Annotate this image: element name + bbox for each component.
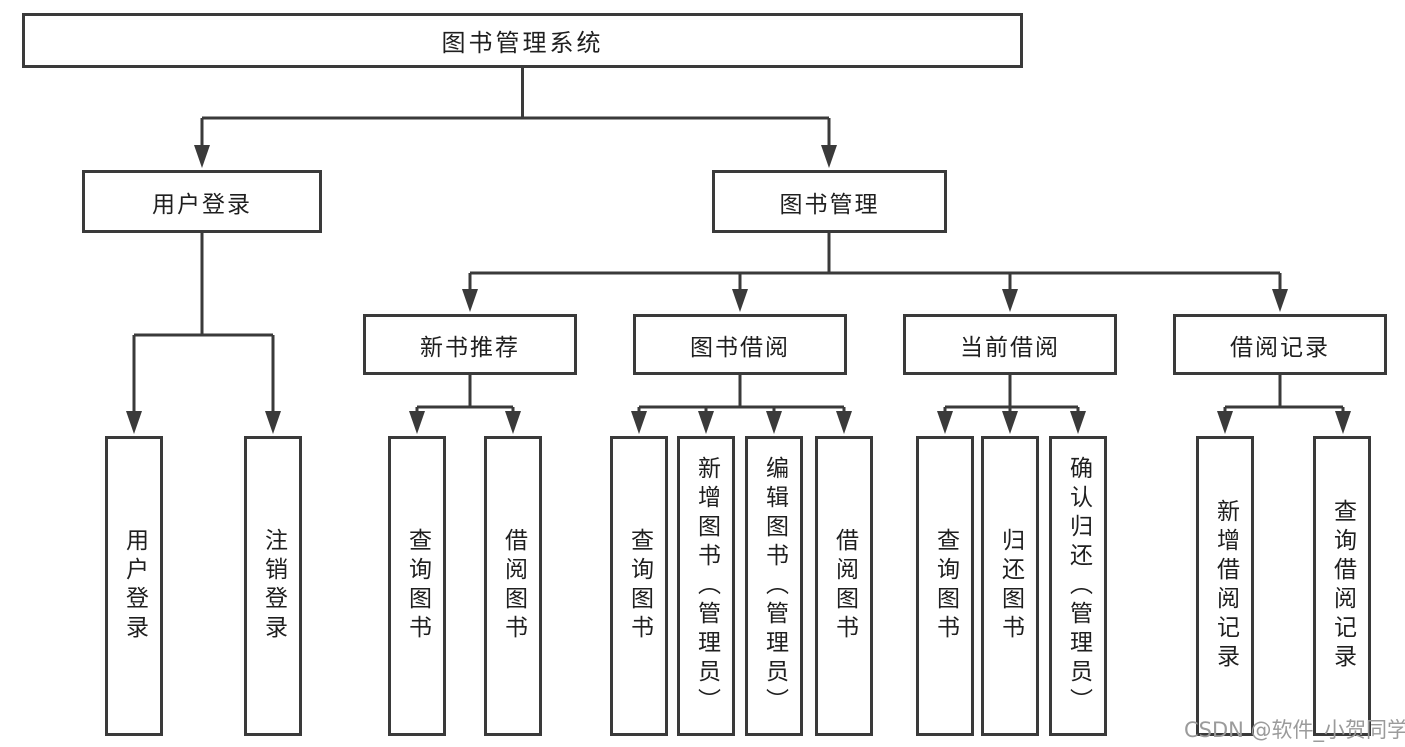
watermark-text: CSDN @软件_小贺同学 xyxy=(1184,718,1405,742)
arrow-down-icon xyxy=(1272,289,1288,312)
node-borrowing-records-label: 借阅记录 xyxy=(1230,334,1330,361)
leaf-query-books-borrowing-label: 查询图书 xyxy=(626,528,653,644)
leaf-edit-book-admin: 编辑图书（管理员） xyxy=(745,436,803,736)
node-current-borrowing: 当前借阅 xyxy=(903,314,1117,375)
arrow-down-icon xyxy=(194,145,210,168)
arrow-down-icon xyxy=(1002,411,1018,434)
leaf-query-books-current-label: 查询图书 xyxy=(932,528,959,644)
node-book-management: 图书管理 xyxy=(712,170,947,233)
leaf-logout: 注销登录 xyxy=(244,436,302,736)
node-current-borrowing-label: 当前借阅 xyxy=(960,334,1060,361)
arrow-down-icon xyxy=(698,411,714,434)
leaf-query-books-borrowing: 查询图书 xyxy=(610,436,668,736)
leaf-confirm-return-admin: 确认归还（管理员） xyxy=(1049,436,1107,736)
leaf-return-books: 归还图书 xyxy=(981,436,1039,736)
leaf-add-book-admin-label: 新增图书（管理员） xyxy=(693,455,720,717)
arrow-down-icon xyxy=(766,411,782,434)
leaf-query-books-recommend: 查询图书 xyxy=(388,436,446,736)
arrow-down-icon xyxy=(821,145,837,168)
leaf-logout-label: 注销登录 xyxy=(260,528,287,644)
node-user-login-branch-label: 用户登录 xyxy=(152,191,252,218)
leaf-query-borrow-record-label: 查询借阅记录 xyxy=(1329,499,1356,673)
node-new-book-recommend: 新书推荐 xyxy=(363,314,577,375)
leaf-add-book-admin: 新增图书（管理员） xyxy=(677,436,735,736)
arrow-down-icon xyxy=(265,411,281,434)
leaf-borrow-books-borrowing-label: 借阅图书 xyxy=(831,528,858,644)
node-new-book-recommend-label: 新书推荐 xyxy=(420,334,520,361)
leaf-add-borrow-record: 新增借阅记录 xyxy=(1196,436,1254,736)
node-library-system: 图书管理系统 xyxy=(22,13,1023,68)
leaf-user-login: 用户登录 xyxy=(105,436,163,736)
node-library-system-label: 图书管理系统 xyxy=(441,29,604,57)
leaf-borrow-books-borrowing: 借阅图书 xyxy=(815,436,873,736)
node-borrowing-records: 借阅记录 xyxy=(1173,314,1387,375)
node-book-borrowing: 图书借阅 xyxy=(633,314,847,375)
leaf-query-borrow-record: 查询借阅记录 xyxy=(1313,436,1371,736)
leaf-borrow-books-recommend-label: 借阅图书 xyxy=(500,528,527,644)
arrow-down-icon xyxy=(126,411,142,434)
leaf-query-books-recommend-label: 查询图书 xyxy=(404,528,431,644)
arrow-down-icon xyxy=(462,289,478,312)
node-book-borrowing-label: 图书借阅 xyxy=(690,334,790,361)
arrow-down-icon xyxy=(1070,411,1086,434)
node-user-login-branch: 用户登录 xyxy=(82,170,322,233)
arrow-down-icon xyxy=(836,411,852,434)
leaf-user-login-label: 用户登录 xyxy=(121,528,148,644)
leaf-add-borrow-record-label: 新增借阅记录 xyxy=(1212,499,1239,673)
leaf-query-books-current: 查询图书 xyxy=(916,436,974,736)
node-book-management-label: 图书管理 xyxy=(779,191,880,218)
leaf-confirm-return-admin-label: 确认归还（管理员） xyxy=(1065,455,1092,717)
arrow-down-icon xyxy=(1335,411,1351,434)
arrow-down-icon xyxy=(505,411,521,434)
arrow-down-icon xyxy=(409,411,425,434)
arrow-down-icon xyxy=(732,289,748,312)
arrow-down-icon xyxy=(937,411,953,434)
leaf-borrow-books-recommend: 借阅图书 xyxy=(484,436,542,736)
leaf-return-books-label: 归还图书 xyxy=(997,528,1024,644)
arrow-down-icon xyxy=(1002,289,1018,312)
arrow-down-icon xyxy=(631,411,647,434)
leaf-edit-book-admin-label: 编辑图书（管理员） xyxy=(761,455,788,717)
arrow-down-icon xyxy=(1217,411,1233,434)
